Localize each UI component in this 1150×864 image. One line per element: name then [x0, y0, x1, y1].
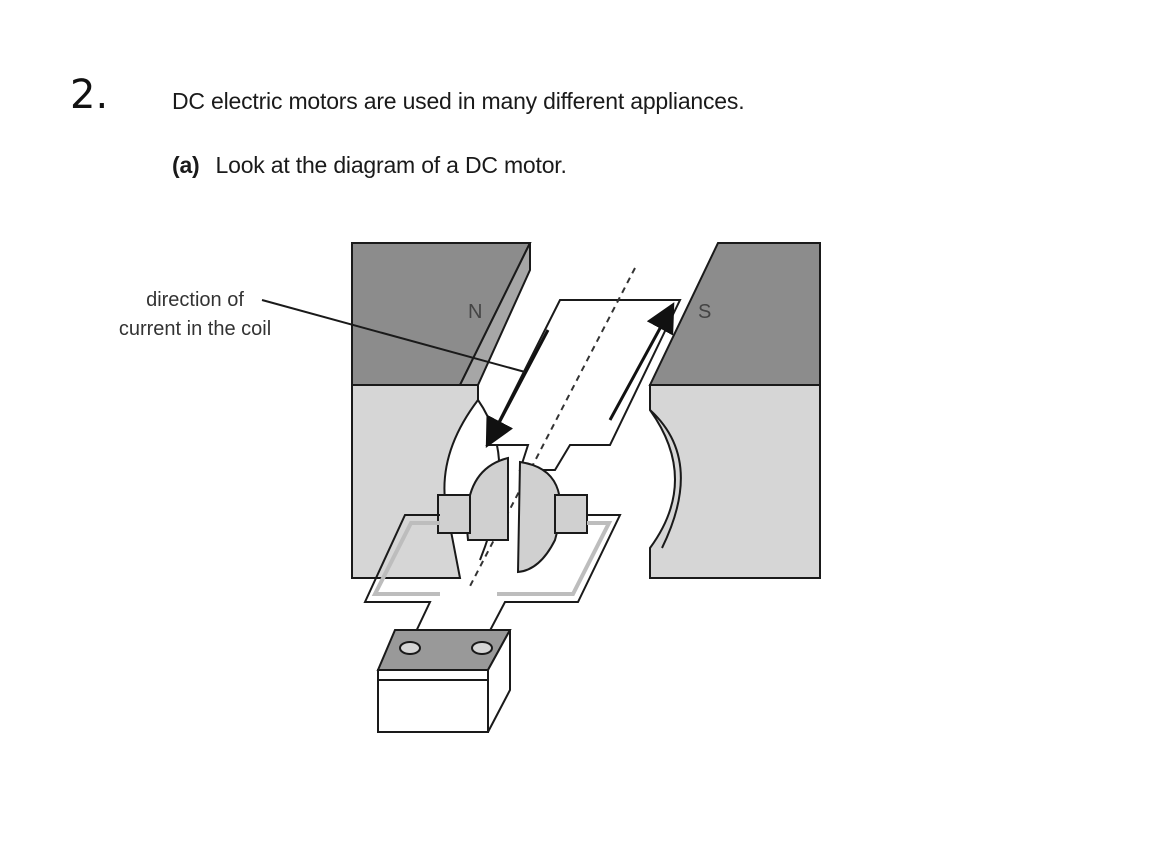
question-part-a: (a) Look at the diagram of a DC motor.: [172, 152, 567, 179]
callout-line-2: current in the coil: [118, 318, 272, 340]
brush-left: [437, 494, 471, 534]
coil-left-current-arrow: [485, 329, 550, 448]
callout-line-1: direction of: [146, 289, 244, 311]
coil: [485, 299, 682, 471]
wire-right-inner: [497, 521, 613, 596]
wire-right: [484, 514, 622, 641]
commutator-left-half: [465, 456, 509, 541]
wire-left: [363, 514, 440, 641]
south-magnet-top-face: [648, 242, 821, 386]
coil-right-current-arrow: [608, 302, 675, 421]
battery-terminal-right: [471, 641, 493, 655]
commutator-right-half: [516, 460, 562, 574]
commutator: [437, 456, 588, 574]
south-pole-label: S: [698, 301, 711, 323]
wire-left-inner: [371, 521, 440, 596]
brush-right: [554, 494, 588, 534]
south-magnet-front-face: [649, 384, 821, 579]
north-magnet-front-face: [351, 384, 479, 579]
south-magnet: [648, 242, 821, 579]
current-direction-callout: direction of current in the coil: [100, 286, 290, 344]
question-stem: DC electric motors are used in many diff…: [172, 88, 745, 114]
south-pole-curve: [649, 409, 682, 549]
part-label: (a): [172, 152, 200, 178]
battery: [376, 629, 512, 733]
north-pole-label: N: [468, 301, 482, 323]
part-text: Look at the diagram of a DC motor.: [215, 152, 567, 178]
question-number: 2.: [70, 72, 109, 118]
north-magnet: [351, 242, 532, 579]
callout-leader-line: [261, 299, 526, 373]
battery-terminal-left: [399, 641, 421, 655]
battery-side: [487, 629, 511, 733]
wires: [363, 514, 622, 641]
